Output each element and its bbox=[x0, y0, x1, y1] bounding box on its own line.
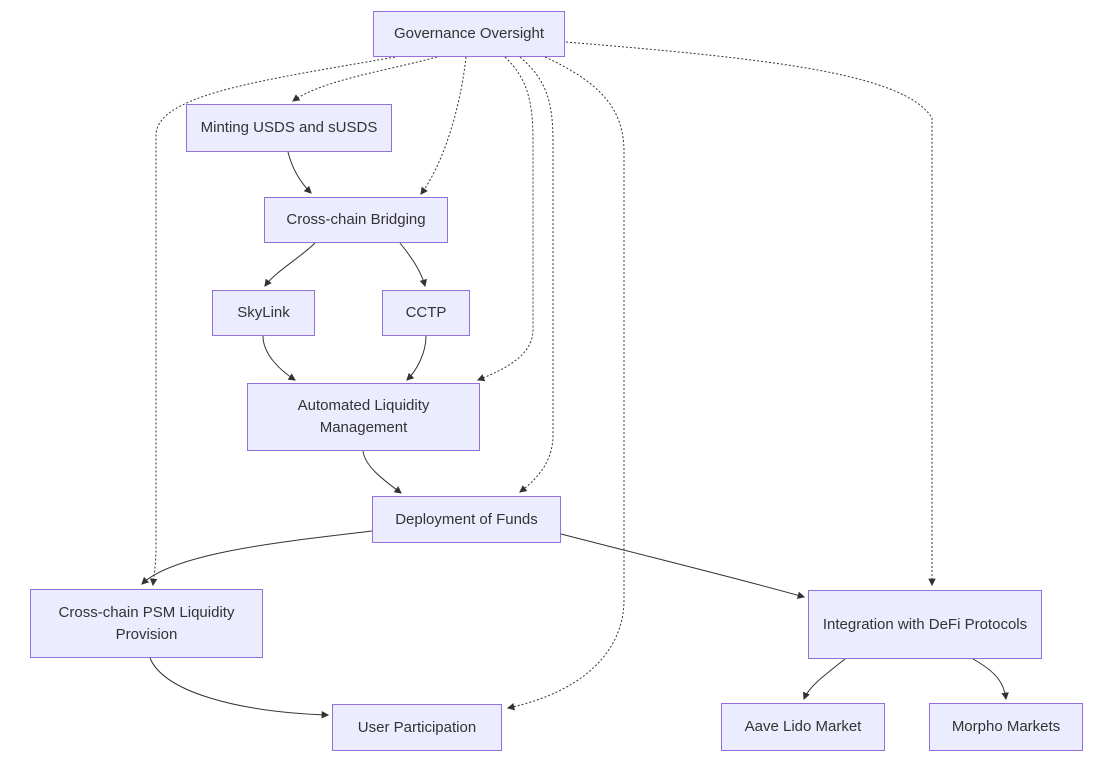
edge-deployment-to-integration bbox=[560, 533, 806, 599]
edge-governance-to-integration bbox=[565, 41, 936, 587]
node-automated-liquidity-management: Automated Liquidity Management bbox=[247, 383, 480, 451]
edge-skylink-to-alm bbox=[262, 335, 296, 381]
edge-integration-to-aave bbox=[802, 658, 846, 701]
node-user-participation: User Participation bbox=[332, 704, 502, 751]
edge-governance-to-bridging bbox=[420, 56, 467, 195]
node-morpho-markets: Morpho Markets bbox=[929, 703, 1083, 751]
edge-psm-to-user bbox=[149, 657, 330, 719]
edge-governance-to-alm bbox=[476, 56, 534, 382]
node-governance-oversight: Governance Oversight bbox=[373, 11, 565, 57]
node-cctp: CCTP bbox=[382, 290, 470, 336]
edge-governance-to-deployment bbox=[519, 56, 554, 493]
node-deployment-of-funds: Deployment of Funds bbox=[372, 496, 561, 543]
edge-governance-to-user bbox=[506, 56, 625, 711]
node-skylink: SkyLink bbox=[212, 290, 315, 336]
node-minting-usds-and-susds: Minting USDS and sUSDS bbox=[186, 104, 392, 152]
edge-minting-to-bridging bbox=[287, 151, 312, 194]
node-aave-lido-market: Aave Lido Market bbox=[721, 703, 885, 751]
edge-cctp-to-alm bbox=[406, 335, 427, 381]
edge-deployment-to-psm bbox=[141, 530, 373, 585]
edge-governance-to-minting bbox=[292, 56, 438, 102]
edge-integration-to-morpho bbox=[972, 658, 1009, 701]
node-cross-chain-psm-liquidity-provision: Cross-chain PSM Liquidity Provision bbox=[30, 589, 263, 658]
edge-alm-to-deployment bbox=[362, 450, 402, 494]
node-cross-chain-bridging: Cross-chain Bridging bbox=[264, 197, 448, 243]
edge-bridging-to-cctp bbox=[399, 242, 427, 288]
node-integration-with-defi-protocols: Integration with DeFi Protocols bbox=[808, 590, 1042, 659]
edge-governance-to-psm bbox=[149, 56, 396, 587]
edge-bridging-to-skylink bbox=[264, 242, 316, 287]
